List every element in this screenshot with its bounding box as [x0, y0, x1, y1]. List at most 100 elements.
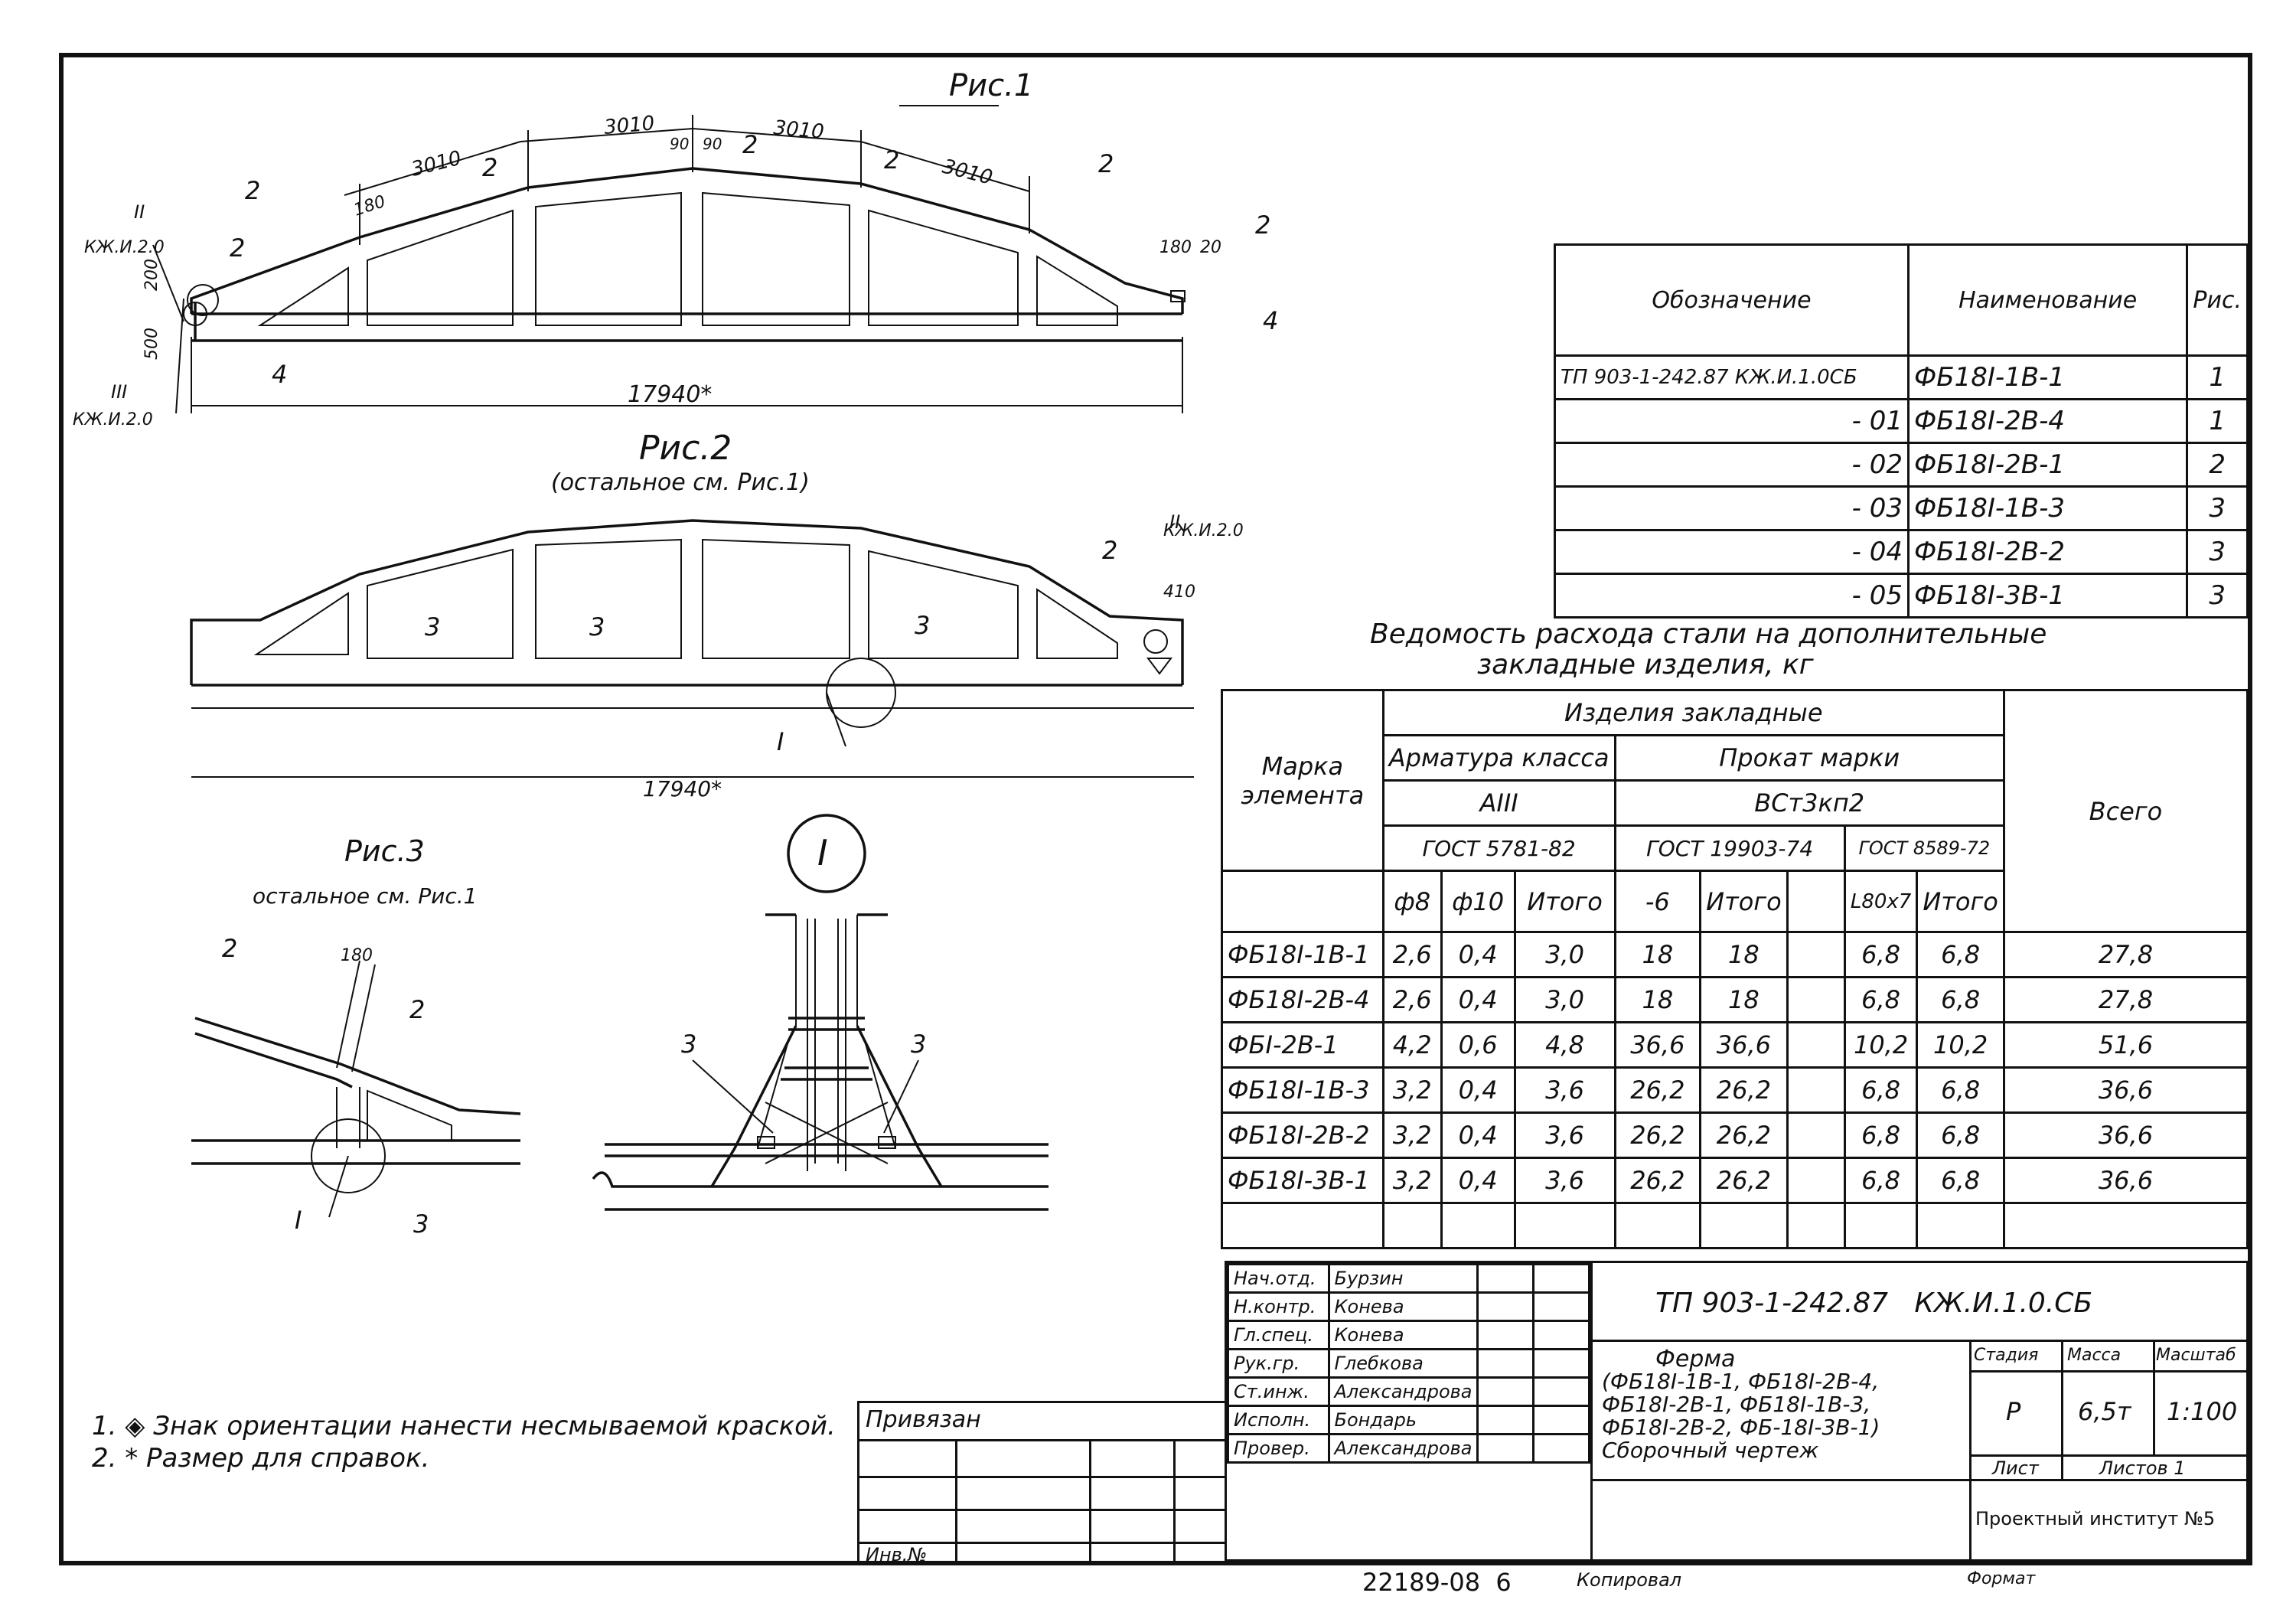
table-row: Нач.отд.Бурзин — [1227, 1263, 1590, 1294]
truss-fig3 — [191, 960, 521, 1218]
doc-code: ТП 903-1-242.87 КЖ.И.1.0.СБ — [1655, 1288, 2093, 1319]
col-header: -6 — [1613, 870, 1702, 933]
ref-label: II — [1169, 511, 1180, 533]
cell: ФБ18I-3В-1 — [1906, 573, 2189, 619]
cell: 3,0 — [1513, 976, 1616, 1023]
role: Исполн. — [1227, 1405, 1330, 1435]
stage-value: Р — [2006, 1397, 2021, 1426]
fig1-dim: 200 — [142, 259, 161, 291]
cell: 27,8 — [2002, 976, 2249, 1023]
cell: 2 — [2186, 442, 2249, 488]
cell: 18 — [1613, 931, 1702, 978]
cell: 4,8 — [1513, 1021, 1616, 1069]
fig1-dim: 500 — [142, 328, 161, 360]
person: Александрова — [1327, 1433, 1479, 1464]
cell: 3,6 — [1513, 1066, 1616, 1114]
cell: 27,8 — [2002, 931, 2249, 978]
cell: 0,4 — [1440, 976, 1516, 1023]
scale-header: Масштаб — [2156, 1346, 2236, 1365]
col-header: Обозначение — [1554, 243, 1910, 357]
cell: 2,6 — [1381, 931, 1443, 978]
person: Бондарь — [1327, 1405, 1479, 1435]
detail-I — [592, 814, 1049, 1211]
cell — [1786, 1021, 1846, 1069]
col-header: Итого — [1699, 870, 1789, 933]
col-header: Изделия закладные — [1381, 689, 2005, 736]
cell: 6,8 — [1843, 1157, 1919, 1204]
cell: 6,8 — [1916, 931, 2005, 978]
col-header: Всего — [2002, 689, 2249, 933]
ref-label: III — [111, 381, 127, 403]
sheets-label: Листов 1 — [2099, 1457, 2186, 1479]
fig1-dim: 20 — [1200, 238, 1221, 257]
col-header: AIII — [1381, 779, 1616, 827]
cell: 4,2 — [1381, 1021, 1443, 1069]
cell: 0,4 — [1440, 1157, 1516, 1204]
callout: 2 — [1102, 536, 1117, 565]
scale-value: 1:100 — [2167, 1397, 2238, 1426]
cell: 0,4 — [1440, 931, 1516, 978]
callout: 2 — [1255, 211, 1270, 240]
col-header: Итого — [1916, 870, 2005, 933]
col-header: Арматура класса — [1381, 734, 1616, 782]
col-header: ГОСТ 19903-74 — [1613, 824, 1846, 872]
callout: 2 — [222, 934, 237, 963]
callout: 3 — [589, 612, 605, 641]
col-header: Наименование — [1906, 243, 2189, 357]
cell: 6,8 — [1843, 1111, 1919, 1159]
callout: I — [777, 727, 784, 756]
desc-line: Сборочный чертеж — [1602, 1438, 1819, 1463]
sheet-frame — [59, 53, 2252, 1565]
inv-label: Инв.№ — [866, 1544, 928, 1565]
cell: 18 — [1613, 976, 1702, 1023]
cell: 3,2 — [1381, 1157, 1443, 1204]
cell: 36,6 — [2002, 1157, 2249, 1204]
callout: I — [295, 1206, 302, 1235]
col-header: Рис. — [2186, 243, 2249, 357]
col-header — [1786, 870, 1846, 933]
desc-line: (ФБ18I-1В-1, ФБ18I-2В-4, — [1602, 1369, 1880, 1394]
fig1-dim: 90 — [703, 135, 722, 153]
cell: 3,2 — [1381, 1066, 1443, 1114]
institute: Проектный институт №5 — [1975, 1508, 2216, 1529]
note-2: 2. * Размер для справок. — [92, 1443, 430, 1474]
col-header: ф8 — [1381, 870, 1443, 933]
fig1-span-dim: 17940* — [628, 381, 712, 408]
fig1-dim: 180 — [1159, 238, 1192, 257]
person: Бурзин — [1327, 1263, 1479, 1294]
col-header: ф10 — [1440, 870, 1516, 933]
steel-table: Марка элемента Изделия закладные Всего А… — [1221, 689, 2249, 1249]
mass-value: 6,5т — [2078, 1397, 2131, 1426]
fig1-dim: 3010 — [603, 112, 656, 139]
ref-label: КЖ.И.2.0 — [84, 238, 165, 257]
fig1-dim: 180 — [351, 192, 388, 220]
steel-table-title: закладные изделия, кг — [1477, 649, 1815, 681]
cell: 3,2 — [1381, 1111, 1443, 1159]
fig1-title: Рис.1 — [949, 68, 1033, 103]
callout: 3 — [425, 612, 440, 641]
signatures-table: Нач.отд.Бурзин Н.контр.Конева Гл.спец.Ко… — [1227, 1263, 1590, 1464]
cell: 10,2 — [1916, 1021, 2005, 1069]
cell: 26,2 — [1699, 1066, 1789, 1114]
fig3-dim: 180 — [341, 946, 373, 965]
cell — [1786, 1066, 1846, 1114]
person: Глебкова — [1327, 1348, 1479, 1379]
cell: 26,2 — [1699, 1157, 1789, 1204]
cell: 3 — [2186, 573, 2249, 619]
cell: 0,4 — [1440, 1111, 1516, 1159]
fig3-title: Рис.3 — [344, 834, 425, 868]
ref-label: КЖ.И.2.0 — [1163, 521, 1244, 540]
table-row: Исполн.Бондарь — [1227, 1405, 1590, 1435]
cell: 6,8 — [1916, 976, 2005, 1023]
fig2-subtitle: (остальное см. Рис.1) — [551, 469, 810, 496]
cell: 0,4 — [1440, 1066, 1516, 1114]
cell: ФБ18I-1В-1 — [1221, 931, 1384, 978]
